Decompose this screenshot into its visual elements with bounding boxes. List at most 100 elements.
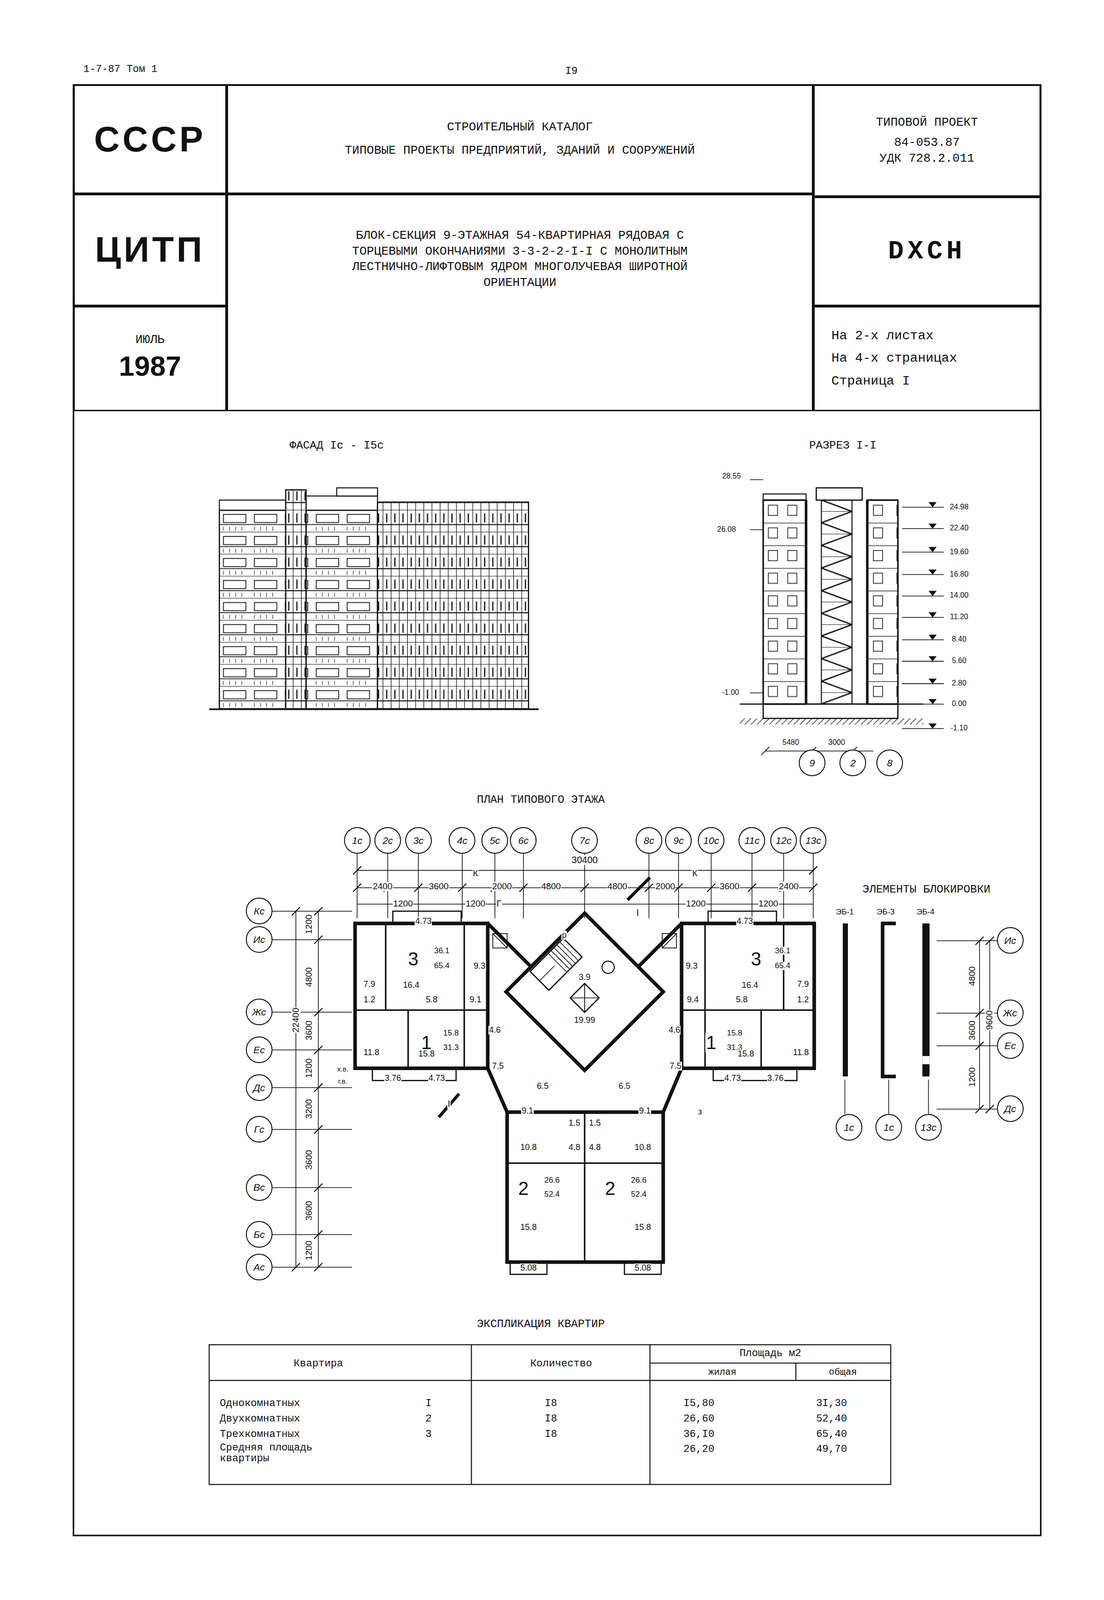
room-area: 1.5 xyxy=(588,1118,602,1128)
axis-label: 6с xyxy=(518,835,529,846)
axis-label: Ис xyxy=(253,934,266,946)
table-cell: 3 xyxy=(424,1429,432,1441)
table-cell: Количество xyxy=(530,1358,593,1370)
dimension: 3600 xyxy=(428,881,450,892)
room-area: 3.76 xyxy=(384,1074,402,1083)
room-area: 52.4 xyxy=(630,1190,647,1199)
dimension: 1200 xyxy=(465,899,486,909)
room-area: 7.9 xyxy=(796,980,810,990)
axis-bubble: 7с xyxy=(571,827,598,854)
table-cell: Однокомнатных xyxy=(219,1398,301,1410)
table-cell: 3I,30 xyxy=(815,1398,848,1410)
plan-dimensions xyxy=(272,853,818,1272)
room-area: 15.8 xyxy=(519,1223,538,1233)
axis-label: 7с xyxy=(579,835,590,846)
title-block-cell: DXCH xyxy=(813,196,1041,307)
apartment-table xyxy=(209,1345,891,1485)
axis-label: 1с xyxy=(843,1122,854,1133)
apartment-number: 3 xyxy=(407,949,419,969)
axis-label: Ас xyxy=(253,1261,265,1273)
elevation-mark: 11.20 xyxy=(949,613,969,622)
cell-text: На 2-х листах xyxy=(831,327,934,345)
table-cell: I8 xyxy=(544,1429,558,1441)
drawing-title: РАЗРЕЗ I-I xyxy=(808,439,877,452)
axis-bubble: Жс xyxy=(245,998,273,1026)
floor-plan xyxy=(355,877,815,1275)
dimension: 1200 xyxy=(304,914,314,935)
elevation-mark: 8.40 xyxy=(951,635,967,644)
elevation-mark: 0.00 xyxy=(951,700,967,709)
table-cell: жилая xyxy=(708,1367,738,1378)
axis-bubble: 2 xyxy=(839,749,867,777)
dimension: 4800 xyxy=(607,881,628,892)
axis-label: 11с xyxy=(744,835,760,846)
room-area: 15.8 xyxy=(634,1223,652,1233)
axis-bubble: 5с xyxy=(481,827,509,854)
table-cell: 49,70 xyxy=(815,1444,848,1456)
section xyxy=(739,480,945,758)
room-area: 5.08 xyxy=(519,1263,538,1273)
room-area: 26.6 xyxy=(543,1176,560,1185)
dimension: 22400 xyxy=(291,1007,301,1034)
elevation-mark: 26.08 xyxy=(716,525,737,534)
dimension: 2000 xyxy=(654,881,676,892)
room-area: 11.8 xyxy=(363,1048,380,1058)
cell-text: УДК 728.2.011 xyxy=(879,150,975,167)
cell-text: 84-053.87 xyxy=(894,135,960,151)
title-block-cell: БЛОК-СЕКЦИЯ 9-ЭТАЖНАЯ 54-КВАРТИРНАЯ РЯДО… xyxy=(226,193,814,412)
room-area: 5.8 xyxy=(735,995,749,1005)
room-area: 65.4 xyxy=(774,961,791,971)
axis-bubble: 12с xyxy=(770,827,797,854)
axis-bubble: 1с xyxy=(875,1114,903,1141)
drawing-title: ПЛАН ТИПОВОГО ЭТАЖА xyxy=(476,794,606,806)
cut-mark: I xyxy=(447,1099,452,1110)
cell-text: ЦИТП xyxy=(94,226,205,273)
elevation-mark: 14.00 xyxy=(949,591,969,600)
cell-text: Страница I xyxy=(831,372,911,390)
cell-text: БЛОК-СЕКЦИЯ 9-ЭТАЖНАЯ 54-КВАРТИРНАЯ РЯДО… xyxy=(337,228,703,292)
room-area: х.в. xyxy=(336,1065,350,1074)
axis-label: Жс xyxy=(252,1006,267,1018)
table-cell: 26,20 xyxy=(682,1444,715,1456)
axis-label: 13с xyxy=(920,1122,937,1133)
room-area: 7.5 xyxy=(491,1061,505,1071)
cell-text: СССР xyxy=(93,116,206,163)
cell-text: ТИПОВОЙ ПРОЕКТ xyxy=(875,114,978,131)
axis-bubble: 3с xyxy=(405,827,432,854)
apartment-number: 2 xyxy=(517,1178,530,1199)
room-area: 4.6 xyxy=(488,1025,502,1035)
dimension: Г xyxy=(495,899,502,909)
axis-label: 1с xyxy=(351,835,363,846)
room-area: 5.8 xyxy=(425,995,438,1005)
axis-label: Дс xyxy=(1004,1103,1017,1115)
axis-label: Вс xyxy=(253,1182,266,1193)
axis-label: Ес xyxy=(253,1044,266,1056)
elevation-mark: -1.10 xyxy=(950,724,968,733)
room-area: 4.6 xyxy=(667,1025,681,1035)
axis-label: 4с xyxy=(457,835,468,846)
room-area: 36.1 xyxy=(433,946,451,956)
axis-label: 2 xyxy=(850,757,856,769)
axis-label: 13с xyxy=(805,835,822,846)
room-area: 4.73 xyxy=(736,917,754,926)
room-area: 9.1 xyxy=(638,1106,652,1116)
dimension: 5480 xyxy=(781,738,800,747)
elevation-mark: 19.60 xyxy=(949,548,969,557)
table-cell: I5,80 xyxy=(682,1398,715,1410)
room-area: 65.4 xyxy=(433,961,451,971)
cell-text: СТРОИТЕЛЬНЫЙ КАТАЛОГ xyxy=(446,119,593,136)
table-cell: I8 xyxy=(544,1413,558,1425)
room-area: 4.73 xyxy=(724,1074,742,1083)
axis-bubble: Гс xyxy=(245,1116,273,1143)
room-area: 9.4 xyxy=(686,995,700,1005)
room-area: р xyxy=(561,931,567,940)
dimension: 3200 xyxy=(304,1098,314,1120)
axis-label: 3с xyxy=(413,835,424,846)
cut-mark: з xyxy=(697,1107,703,1117)
axis-bubble: Жс xyxy=(996,999,1024,1027)
table-cell: общая xyxy=(828,1367,858,1378)
dimension: 1200 xyxy=(758,899,779,909)
axis-bubble: 1с xyxy=(344,827,371,854)
room-area: 9.1 xyxy=(521,1106,534,1116)
facade xyxy=(209,487,539,710)
